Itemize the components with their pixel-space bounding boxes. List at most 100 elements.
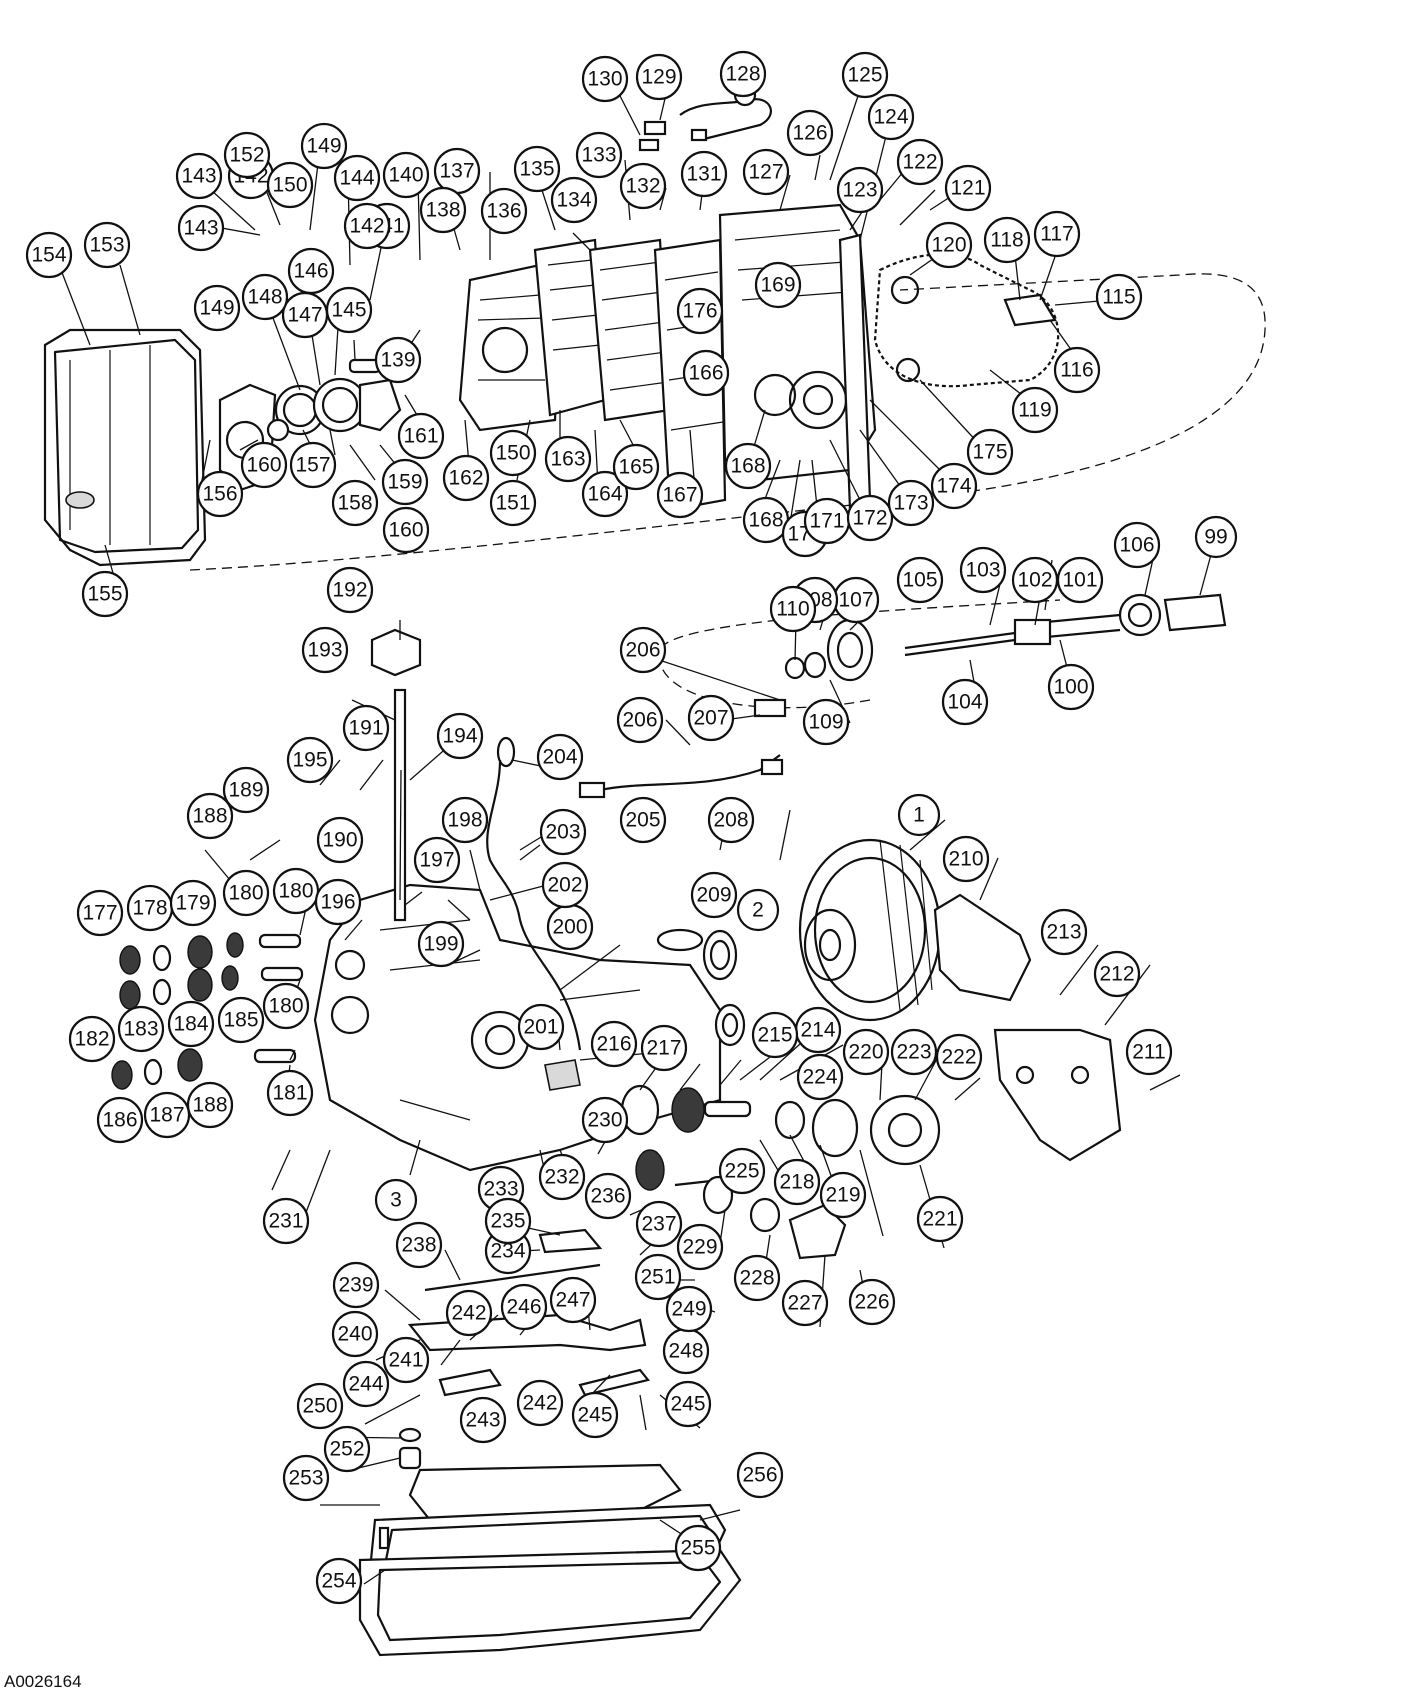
callout-bubble — [289, 441, 337, 489]
callout-number: 175 — [972, 441, 1007, 464]
callout-242: 242 — [516, 1379, 564, 1427]
callout-251: 251 — [634, 1253, 682, 1301]
callout-255: 255 — [674, 1524, 722, 1572]
callout-bubble — [733, 1254, 781, 1302]
callout-bubble — [395, 1221, 443, 1269]
callout-bubble — [1011, 556, 1059, 604]
callout-bubble — [96, 1096, 144, 1144]
callout-bubble — [196, 470, 244, 518]
callout-number: 217 — [646, 1037, 681, 1060]
callout-bubble — [841, 51, 889, 99]
callout-bubble — [769, 585, 817, 633]
callout-bubble — [342, 704, 390, 752]
callout-number: 101 — [1062, 569, 1097, 592]
callout-168: 168 — [742, 496, 790, 544]
callout-235: 235 — [484, 1197, 532, 1245]
callout-bubble — [281, 291, 329, 339]
callout-bubble — [930, 462, 978, 510]
callout-212: 212 — [1093, 950, 1141, 998]
callout-143: 143 — [177, 204, 225, 252]
callout-number: 132 — [625, 175, 660, 198]
callout-2: 2 — [736, 888, 780, 932]
callout-bubble — [941, 678, 989, 726]
callout-bubble — [316, 816, 364, 864]
callout-bubble — [262, 982, 310, 1030]
callout-bubble — [550, 176, 598, 224]
callout-105: 105 — [896, 556, 944, 604]
callout-bubble — [323, 1425, 371, 1473]
callout-bubble — [500, 1283, 548, 1331]
callout-bubble — [640, 1024, 688, 1072]
callout-number: 209 — [696, 884, 731, 907]
callout-number: 193 — [307, 639, 342, 662]
callout-123: 123 — [836, 166, 884, 214]
callout-bubble — [942, 835, 990, 883]
callout-bubble — [612, 443, 660, 491]
callout-240: 240 — [331, 1310, 379, 1358]
callout-number: 227 — [787, 1292, 822, 1315]
callout-number: 161 — [403, 425, 438, 448]
callout-104: 104 — [941, 678, 989, 726]
callout-layer: 1239910010110210310410510610710810911011… — [25, 50, 1238, 1605]
callout-222: 222 — [935, 1033, 983, 1081]
callout-bubble — [177, 204, 225, 252]
callout-167: 167 — [656, 471, 704, 519]
callout-bubble — [286, 736, 334, 784]
callout-number: 102 — [1017, 569, 1052, 592]
callout-120: 120 — [925, 221, 973, 269]
callout-number: 1 — [913, 804, 925, 827]
callout-bubble — [690, 871, 738, 919]
callout-128: 128 — [719, 50, 767, 98]
callout-bubble — [836, 166, 884, 214]
callout-number: 134 — [556, 189, 591, 212]
callout-122: 122 — [896, 138, 944, 186]
callout-bubble — [217, 996, 265, 1044]
callout-206: 206 — [616, 696, 664, 744]
callout-bubble — [516, 1379, 564, 1427]
callout-number: 186 — [102, 1109, 137, 1132]
callout-number: 196 — [320, 891, 355, 914]
callout-number: 203 — [545, 821, 580, 844]
callout-number: 251 — [640, 1266, 675, 1289]
callout-bubble — [575, 131, 623, 179]
callout-bubble — [381, 458, 429, 506]
callout-bubble — [442, 454, 490, 502]
callout-bubble — [966, 428, 1014, 476]
callout-number: 200 — [552, 916, 587, 939]
callout-bubble — [707, 796, 755, 844]
callout-110: 110 — [769, 585, 817, 633]
callout-245: 245 — [664, 1380, 712, 1428]
callout-number: 182 — [74, 1028, 109, 1051]
callout-bubble — [413, 836, 461, 884]
callout-number: 207 — [693, 707, 728, 730]
callout-bubble — [634, 1253, 682, 1301]
callout-number: 236 — [590, 1185, 625, 1208]
callout-bubble — [1095, 273, 1143, 321]
callout-number: 160 — [246, 454, 281, 477]
assembly-outline — [189, 273, 1266, 571]
callout-number: 194 — [442, 725, 477, 748]
callout-bubble — [436, 712, 484, 760]
callout-number: 206 — [625, 639, 660, 662]
callout-number: 115 — [1102, 286, 1135, 309]
callout-number: 130 — [587, 68, 622, 91]
callout-138: 138 — [419, 186, 467, 234]
callout-116: 116 — [1053, 346, 1101, 394]
callout-145: 145 — [325, 286, 373, 334]
callout-number: 185 — [223, 1009, 258, 1032]
callout-number: 168 — [730, 455, 765, 478]
callout-bubble — [419, 186, 467, 234]
callout-bubble — [890, 1028, 938, 1076]
callout-number: 197 — [419, 849, 454, 872]
callout-number: 199 — [423, 933, 458, 956]
callout-number: 103 — [965, 559, 1000, 582]
callout-number: 223 — [896, 1041, 931, 1064]
callout-bubble — [944, 164, 992, 212]
callout-bubble — [417, 920, 465, 968]
callout-number: 177 — [82, 902, 117, 925]
callout-bubble — [983, 216, 1031, 264]
callout-bubble — [846, 494, 894, 542]
callout-164: 164 — [581, 470, 629, 518]
callout-number: 238 — [401, 1234, 436, 1257]
callout-number: 167 — [662, 484, 697, 507]
